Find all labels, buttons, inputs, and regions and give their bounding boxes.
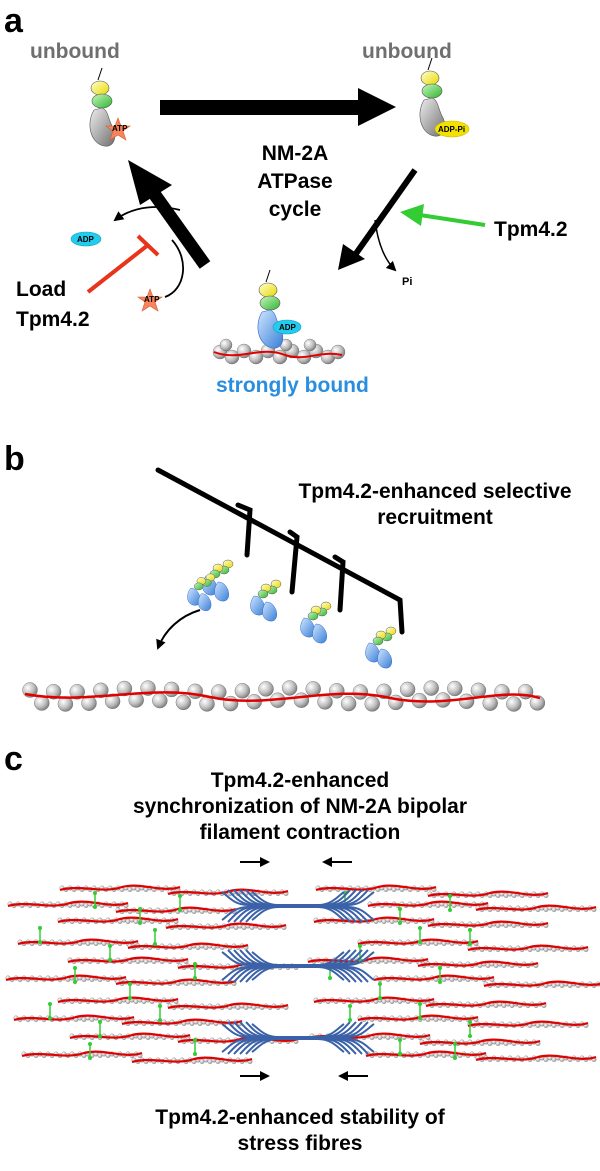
panel-c-bottom-line2: stress fibres [238, 1132, 363, 1155]
arrow-right-diag-icon [338, 168, 418, 270]
pi-label: Pi [402, 276, 412, 288]
atp-free-label: ATP [144, 295, 160, 304]
panel-b-letter: b [4, 440, 25, 478]
atp-binding-arrow-icon [164, 239, 184, 298]
unbound-right-label: unbound [362, 40, 452, 63]
contraction-arrows-bottom-icon [240, 1071, 368, 1081]
red-inhibit-icon [86, 234, 160, 294]
cycle-line1: NM-2A [262, 142, 329, 165]
adp-release-arrow-icon [113, 206, 181, 222]
load-label: Load [16, 278, 66, 301]
cycle-line3: cycle [269, 198, 322, 221]
atp-left-label: ATP [112, 124, 128, 133]
contraction-arrows-top-icon [240, 857, 352, 867]
panel-c-letter: c [4, 740, 23, 778]
myosin-strongly-bound-icon [257, 269, 284, 349]
panel-c-bottom-line1: Tpm4.2-enhanced stability of [155, 1106, 445, 1129]
atp-star-free-icon: ATP [137, 288, 163, 312]
bipolar-filaments-icon [221, 889, 375, 1055]
panel-b-title-line1: Tpm4.2-enhanced selective [298, 480, 571, 503]
recruitment-arrow-icon [156, 609, 201, 650]
myosin-unbound-left-icon [89, 67, 116, 147]
panel-c-top-line3: filament contraction [200, 821, 401, 844]
panel-b: b Tpm4.2-enhanced selective recruitment [4, 440, 572, 712]
panel-c: c Tpm4.2-enhanced synchronization of NM-… [4, 740, 600, 1155]
adp-bound-label: ADP [279, 323, 297, 332]
adp-pi-label: ADP-Pi [438, 125, 465, 134]
atp-star-left-icon: ATP [105, 117, 131, 141]
adp-free-label: ADP [77, 235, 95, 244]
panel-a-letter: a [4, 2, 24, 40]
adp-free-oval-icon: ADP [70, 231, 102, 247]
panel-a: a unbound unbound ATP ADP-Pi NM-2A ATPas… [4, 2, 568, 397]
strongly-bound-label: strongly bound [216, 374, 369, 397]
panel-c-top-line2: synchronization of NM-2A bipolar [133, 795, 467, 818]
unbound-left-label: unbound [30, 40, 120, 63]
adp-bound-oval-icon: ADP [272, 319, 302, 335]
arrow-top-icon [160, 88, 396, 126]
tpm-left-label: Tpm4.2 [16, 308, 90, 331]
green-arrow-icon [400, 204, 486, 227]
adp-pi-oval-icon: ADP-Pi [434, 120, 470, 138]
cycle-line2: ATPase [257, 170, 332, 193]
panel-b-title-line2: recruitment [377, 506, 493, 529]
panel-c-top-line1: Tpm4.2-enhanced [211, 769, 390, 792]
tpm-right-label: Tpm4.2 [494, 218, 568, 241]
actin-filament-b-icon [22, 680, 546, 712]
actin-filament-a-icon [212, 338, 346, 365]
myosin-filament-b-icon [155, 467, 405, 635]
pi-release-arrow-icon [374, 219, 397, 272]
